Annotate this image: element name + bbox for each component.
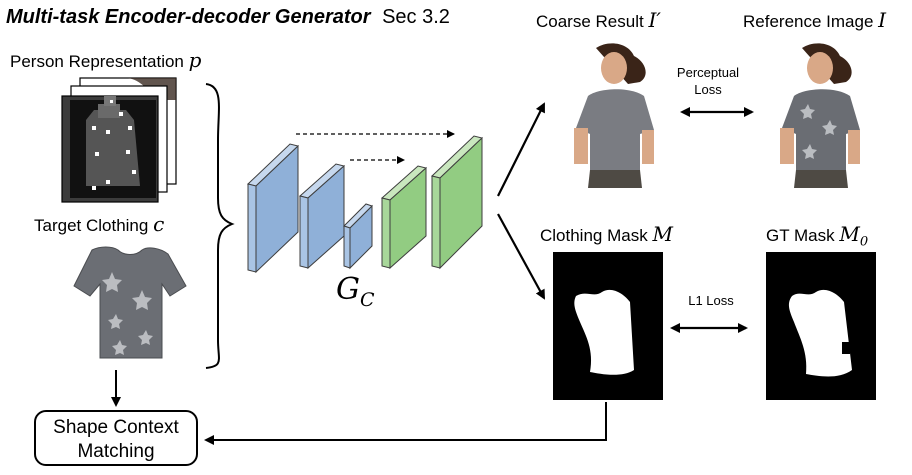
encoder-block-2	[298, 163, 346, 270]
section-ref: Sec 3.2	[382, 6, 450, 28]
clothing-mask-label: Clothing Mask M	[540, 222, 673, 246]
gt-mask-label: GT Mask M0	[766, 222, 869, 250]
arrow-to-clothing-mask	[497, 213, 545, 300]
clothing-mask-image	[553, 252, 663, 400]
target-clothing-label: Target Clothing c	[34, 212, 165, 236]
reference-image	[762, 42, 882, 188]
target-clothing-image	[73, 246, 187, 359]
coarse-result-label: Coarse Result I′	[536, 8, 661, 32]
decoder-block-2	[430, 135, 484, 270]
l1-loss-label: L1 Loss	[688, 293, 734, 308]
encoder-block-3	[343, 203, 373, 270]
shape-context-matching-box: Shape Context Matching	[34, 410, 198, 466]
title-main: Multi-task Encoder-decoder Generator	[6, 6, 371, 28]
perceptual-loss-label: Perceptual Loss	[676, 65, 740, 97]
person-representation-label: Person Representation p	[10, 48, 202, 72]
gt-mask-image	[766, 252, 876, 400]
generator-label: GC	[336, 272, 375, 311]
curly-brace	[205, 83, 235, 369]
reference-image-label: Reference Image I	[743, 8, 887, 32]
coarse-result-image	[556, 42, 676, 188]
encoder-block-1	[246, 143, 300, 274]
decoder-block-1	[380, 165, 428, 270]
arrow-to-coarse-result	[497, 102, 545, 197]
diagram-title: Multi-task Encoder-decoder Generator Sec…	[6, 6, 450, 29]
person-representation-maps	[61, 77, 177, 203]
arrow-mask-to-matching	[204, 402, 607, 445]
